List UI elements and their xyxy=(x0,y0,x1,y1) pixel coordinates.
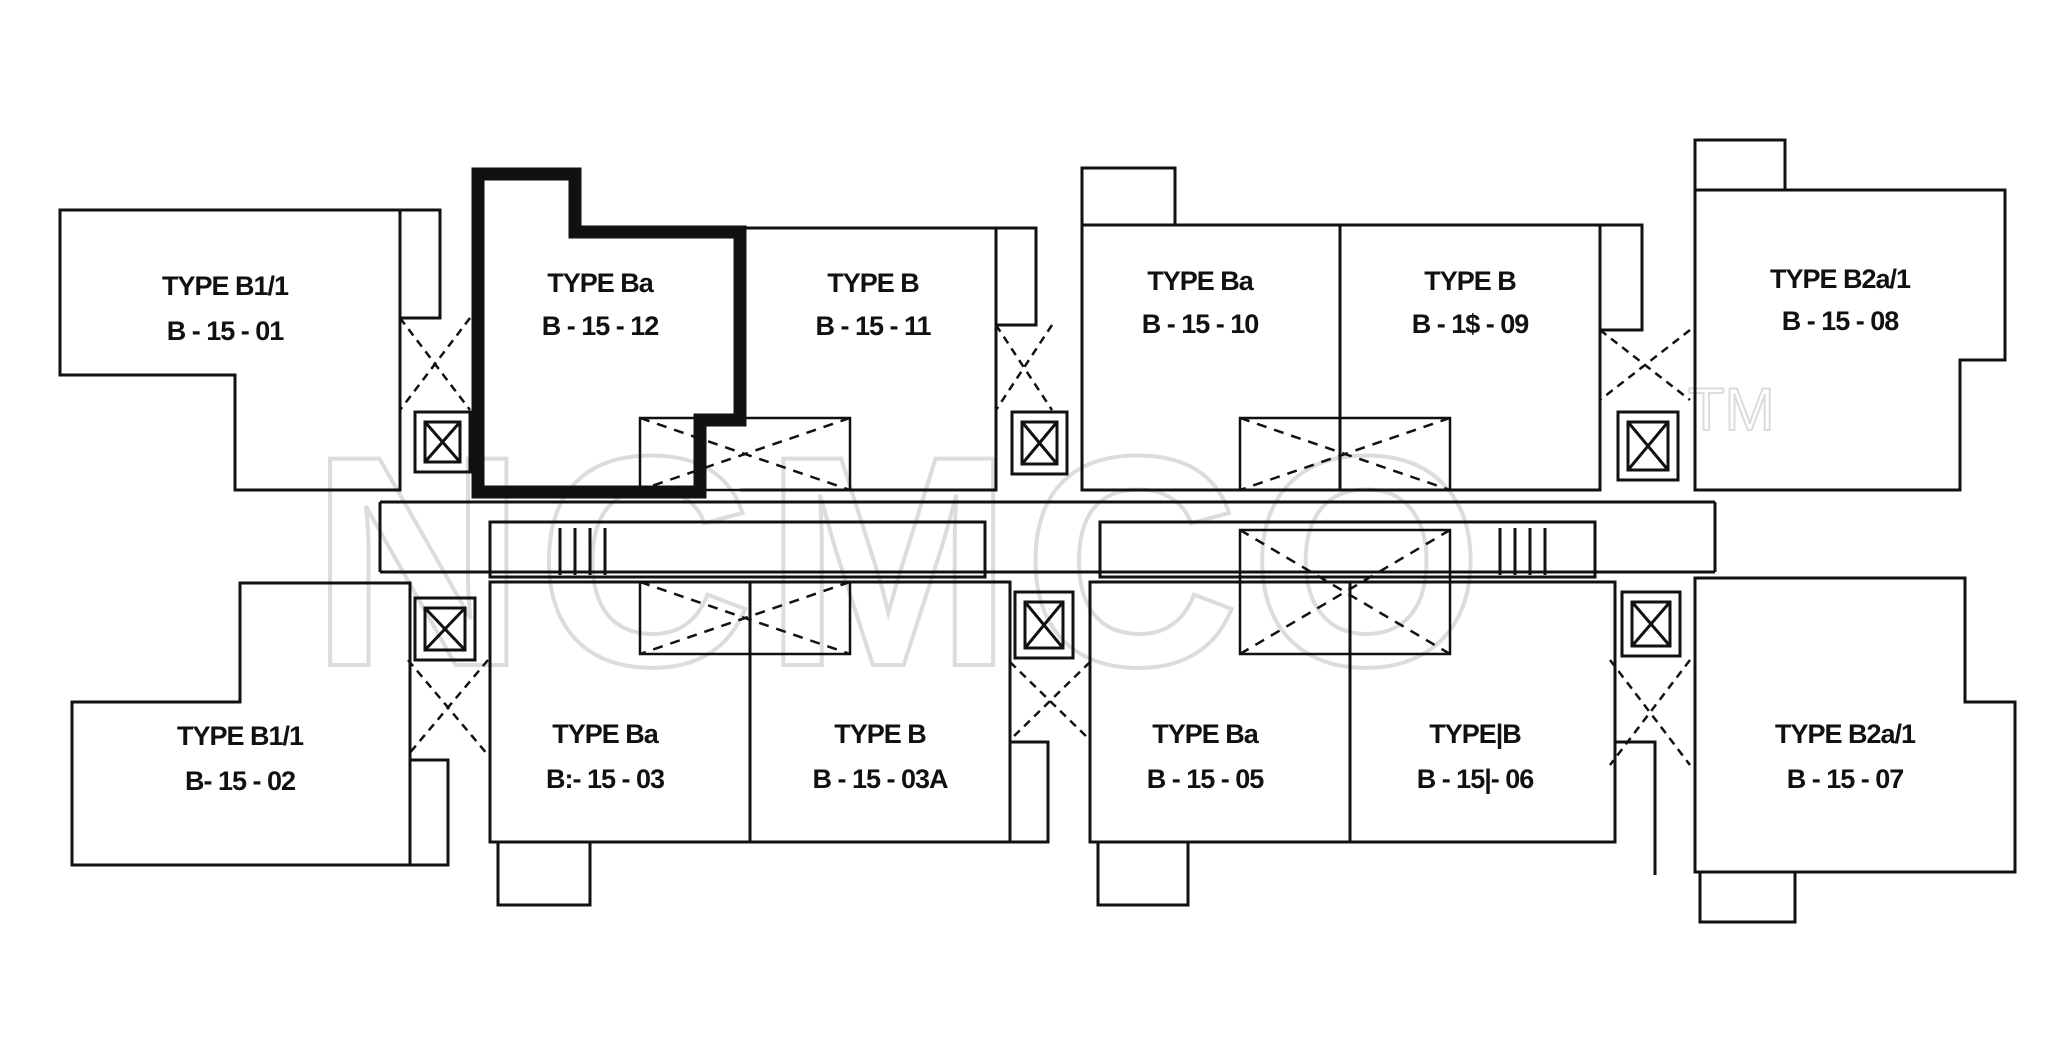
unit-number: B - 15 - 12 xyxy=(542,311,659,341)
unit-b1509: TYPE B B - 1$ - 09 xyxy=(1412,266,1531,339)
unit-b1502: TYPE B1/1 B- 15 - 02 xyxy=(177,721,305,796)
unit-b1501: TYPE B1/1 B - 15 - 01 xyxy=(162,271,290,346)
balcony xyxy=(410,758,450,867)
shaft-tm xyxy=(994,324,1054,411)
lift-bm xyxy=(1013,590,1075,660)
unit-outline-b1511 xyxy=(740,226,998,492)
unit-b1508: TYPE B2a/1 B - 15 - 08 xyxy=(1770,264,1912,336)
unit-number: B- 15 - 02 xyxy=(185,766,295,796)
unit-b1511: TYPE B B - 15 - 11 xyxy=(815,268,932,341)
balcony xyxy=(496,842,592,907)
watermark-tm: TM xyxy=(1688,376,1775,443)
unit-outline-b1503a xyxy=(750,580,1012,844)
unit-number: B:- 15 - 03 xyxy=(546,764,665,794)
unit-type: TYPE B2a/1 xyxy=(1775,719,1916,749)
walls xyxy=(58,138,2017,924)
unit-type: TYPE Ba xyxy=(552,719,660,749)
void-bottom-left xyxy=(638,580,852,656)
unit-type: TYPE B xyxy=(1424,266,1516,296)
balcony xyxy=(1096,842,1190,907)
unit-number: B - 15 - 01 xyxy=(167,316,285,346)
unit-type: TYPE|B xyxy=(1429,719,1521,749)
shaft-tl xyxy=(399,317,471,411)
unit-outline-b1502 xyxy=(70,581,412,867)
unit-b1510: TYPE Ba B - 15 - 10 xyxy=(1142,266,1260,339)
watermark-text: NCMCO xyxy=(310,393,1493,729)
unit-number: B - 15 - 03A xyxy=(812,764,948,794)
balcony xyxy=(1080,166,1177,225)
unit-outline-b1508 xyxy=(1693,188,2007,492)
balcony xyxy=(1010,740,1050,844)
unit-type: TYPE B1/1 xyxy=(162,271,289,301)
shaft-bl xyxy=(407,659,489,756)
lifts xyxy=(413,410,1682,662)
watermark: NCMCO TM xyxy=(308,375,1776,731)
unit-b1503a: TYPE B B - 15 - 03A xyxy=(812,719,949,794)
void-top-left xyxy=(638,416,852,492)
unit-type: TYPE B1/1 xyxy=(177,721,304,751)
lift-tm xyxy=(1010,410,1069,476)
shaft-bm xyxy=(1009,661,1091,741)
unit-outline-b1509 xyxy=(1340,223,1602,492)
unit-number: B - 15 - 08 xyxy=(1782,306,1900,336)
stair-core-left xyxy=(488,520,987,579)
unit-number: B - 1$ - 09 xyxy=(1412,309,1530,339)
unit-type: TYPE Ba xyxy=(547,268,655,298)
lift-bl xyxy=(413,596,477,662)
unit-b1507: TYPE B2a/1 B - 15 - 07 xyxy=(1775,719,1917,794)
balcony xyxy=(1615,740,1657,875)
unit-type: TYPE Ba xyxy=(1147,266,1255,296)
corridor xyxy=(378,500,1717,574)
unit-number: B - 15 - 05 xyxy=(1147,764,1265,794)
balcony xyxy=(1600,223,1644,332)
unit-type: TYPE B xyxy=(827,268,919,298)
unit-number: B - 15|- 06 xyxy=(1417,764,1535,794)
unit-type: TYPE B2a/1 xyxy=(1770,264,1911,294)
stair-treads xyxy=(558,528,1547,575)
balcony xyxy=(1698,872,1797,924)
void-top-right xyxy=(1238,416,1452,492)
unit-number: B - 15 - 10 xyxy=(1142,309,1259,339)
balcony xyxy=(400,208,442,320)
unit-outline-b1506 xyxy=(1350,580,1617,844)
unit-b1503: TYPE Ba B:- 15 - 03 xyxy=(546,719,666,794)
voids xyxy=(399,317,1691,766)
unit-number: B - 15 - 07 xyxy=(1787,764,1904,794)
unit-labels: TYPE B1/1 B - 15 - 01 TYPE Ba B - 15 - 1… xyxy=(162,264,1917,796)
unit-number: B - 15 - 11 xyxy=(815,311,931,341)
lift-tl xyxy=(413,410,472,474)
unit-type: TYPE Ba xyxy=(1152,719,1260,749)
unit-outline-b1512 xyxy=(471,167,747,499)
balcony xyxy=(1693,138,1787,190)
lift-tr xyxy=(1616,410,1680,482)
stair-core-right xyxy=(1098,520,1597,579)
balcony xyxy=(996,226,1038,327)
lift-br xyxy=(1620,590,1682,658)
void-bottom-right xyxy=(1238,528,1452,656)
unit-b1505: TYPE Ba B - 15 - 05 xyxy=(1147,719,1266,794)
unit-outline-b1507 xyxy=(1693,576,2017,874)
unit-b1506: TYPE|B B - 15|- 06 xyxy=(1417,719,1536,794)
unit-type: TYPE B xyxy=(834,719,926,749)
unit-b1512: TYPE Ba B - 15 - 12 xyxy=(542,268,660,341)
shaft-br xyxy=(1609,659,1691,766)
shaft-tr xyxy=(1599,329,1691,401)
